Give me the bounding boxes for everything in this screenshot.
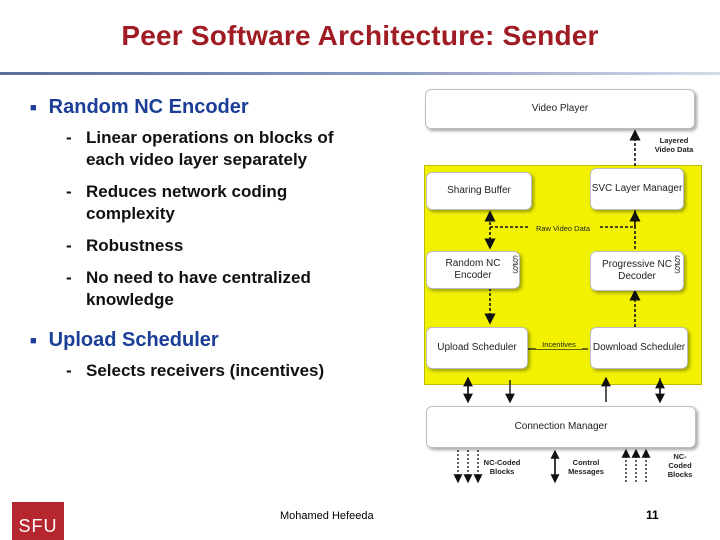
sub-bullet: - Reduces network coding complexity: [66, 181, 410, 225]
bullet-upload-scheduler: ■ Upload Scheduler: [30, 329, 410, 352]
connection-manager-box: Connection Manager: [426, 406, 696, 448]
square-bullet-icon: ■: [30, 334, 37, 347]
random-nc-encoder-box: Random NC Encoder: [426, 251, 520, 289]
bullet-random-nc-encoder: ■ Random NC Encoder: [30, 96, 410, 119]
label-incentives: Incentives: [536, 340, 582, 349]
sub-bullet: - Robustness: [66, 235, 410, 257]
video-player-box: Video Player: [425, 89, 695, 129]
label-nc-coded-blocks-right: NC-Coded Blocks: [667, 452, 693, 479]
dash-bullet-icon: -: [66, 268, 72, 287]
wave-icon: §§: [512, 253, 519, 275]
dash-bullet-icon: -: [66, 236, 72, 255]
sub-bullet: - Linear operations on blocks of each vi…: [66, 127, 410, 171]
bullet-group-scheduler: ■ Upload Scheduler - Selects receivers (…: [30, 329, 410, 382]
dash-bullet-icon: -: [66, 182, 72, 201]
sub-bullet-text: Selects receivers (incentives): [86, 361, 325, 380]
label-layered-video-data: Layered Video Data: [654, 136, 694, 154]
sub-bullet-text: No need to have centralized knowledge: [86, 268, 311, 309]
logo-text: SFU: [18, 516, 58, 536]
sub-bullet: - Selects receivers (incentives): [66, 360, 410, 382]
sfu-logo: SFU: [12, 502, 64, 540]
label-nc-coded-blocks-left: NC-Coded Blocks: [483, 458, 521, 476]
label-control-messages: Control Messages: [568, 458, 604, 476]
progressive-nc-decoder-box: Progressive NC Decoder: [590, 251, 684, 291]
download-scheduler-box: Download Scheduler: [590, 327, 688, 369]
page-number: 11: [646, 508, 659, 522]
sub-bullet-text: Linear operations on blocks of each vide…: [86, 128, 334, 169]
author-name: Mohamed Hefeeda: [280, 510, 374, 522]
wave-icon: §§: [674, 253, 681, 275]
title-divider: [0, 72, 720, 75]
dash-bullet-icon: -: [66, 361, 72, 380]
svc-layer-manager-box: SVC Layer Manager: [590, 168, 684, 210]
bullet-group-encoder: ■ Random NC Encoder - Linear operations …: [30, 96, 410, 311]
sub-bullet-text: Robustness: [86, 236, 184, 255]
dash-bullet-icon: -: [66, 128, 72, 147]
label-raw-video-data: Raw Video Data: [528, 224, 598, 233]
slide-title: Peer Software Architecture: Sender: [121, 20, 599, 51]
sub-bullet-text: Reduces network coding complexity: [86, 182, 288, 223]
upload-scheduler-box: Upload Scheduler: [426, 327, 528, 369]
square-bullet-icon: ■: [30, 101, 37, 114]
bullet-list: ■ Random NC Encoder - Linear operations …: [30, 96, 410, 400]
sub-bullet: - No need to have centralized knowledge: [66, 267, 410, 311]
sharing-buffer-box: Sharing Buffer: [426, 172, 532, 210]
bullet-text: Upload Scheduler: [48, 329, 219, 351]
architecture-diagram: Video Player Sharing Buffer SVC Layer Ma…: [418, 84, 708, 494]
bullet-text: Random NC Encoder: [48, 96, 249, 118]
